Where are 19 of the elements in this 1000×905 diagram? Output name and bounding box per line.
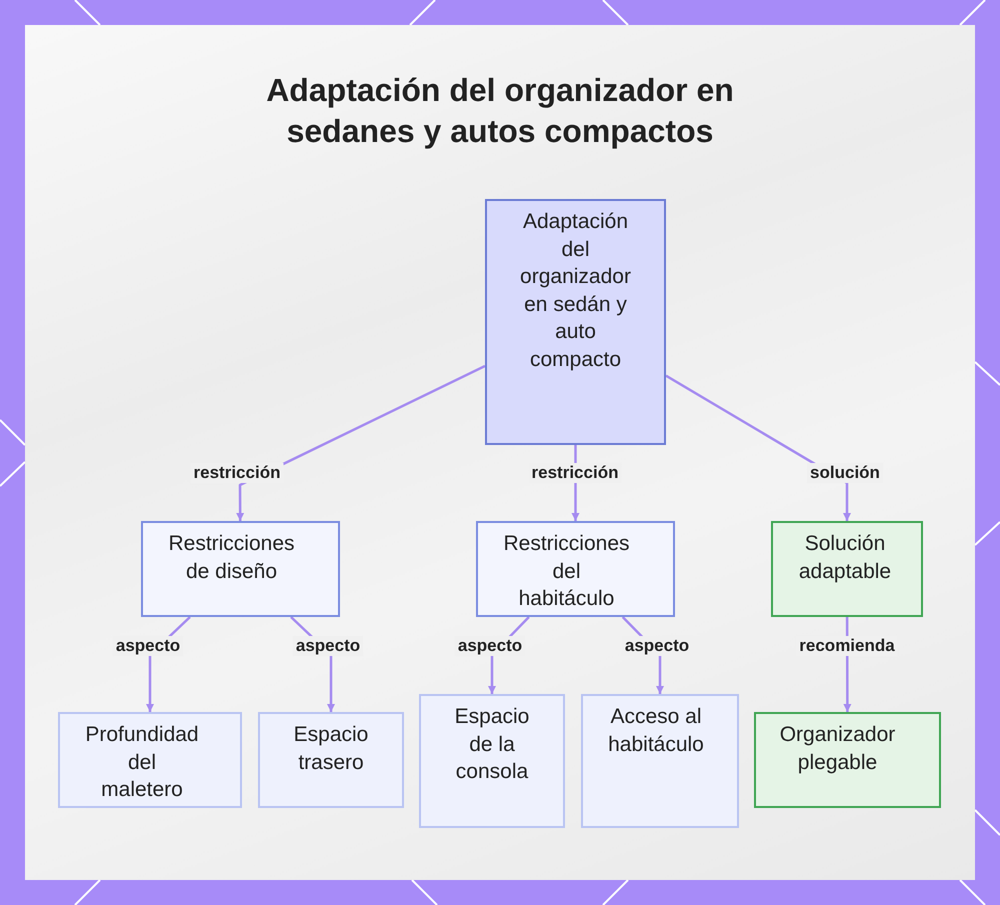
node-label: Acceso al habitáculo [607, 704, 705, 758]
diagram-title: Adaptación del organizador en sedanes y autos compactos [265, 71, 735, 151]
node-label: Organizador plegable [780, 722, 896, 776]
aspect-box [58, 712, 242, 808]
node-label: Restricciones del habitáculo [503, 531, 630, 612]
solution-box [771, 521, 923, 617]
category-box [476, 521, 675, 617]
node-label: Espacio de la consola [454, 704, 530, 785]
node-label: Espacio trasero [294, 722, 368, 776]
node-label: Restricciones de diseño [167, 531, 296, 584]
node-label: Adaptación del organizador en sedán y auto compacto [519, 209, 632, 372]
aspect-box [419, 694, 565, 828]
node-label: Solución adaptable [798, 531, 892, 584]
aspect-box [258, 712, 404, 808]
node-label: Profundidad del maletero [85, 722, 199, 803]
solution-box [754, 712, 941, 808]
aspect-box [581, 694, 739, 828]
category-box [141, 521, 340, 617]
topic-box [485, 199, 666, 445]
